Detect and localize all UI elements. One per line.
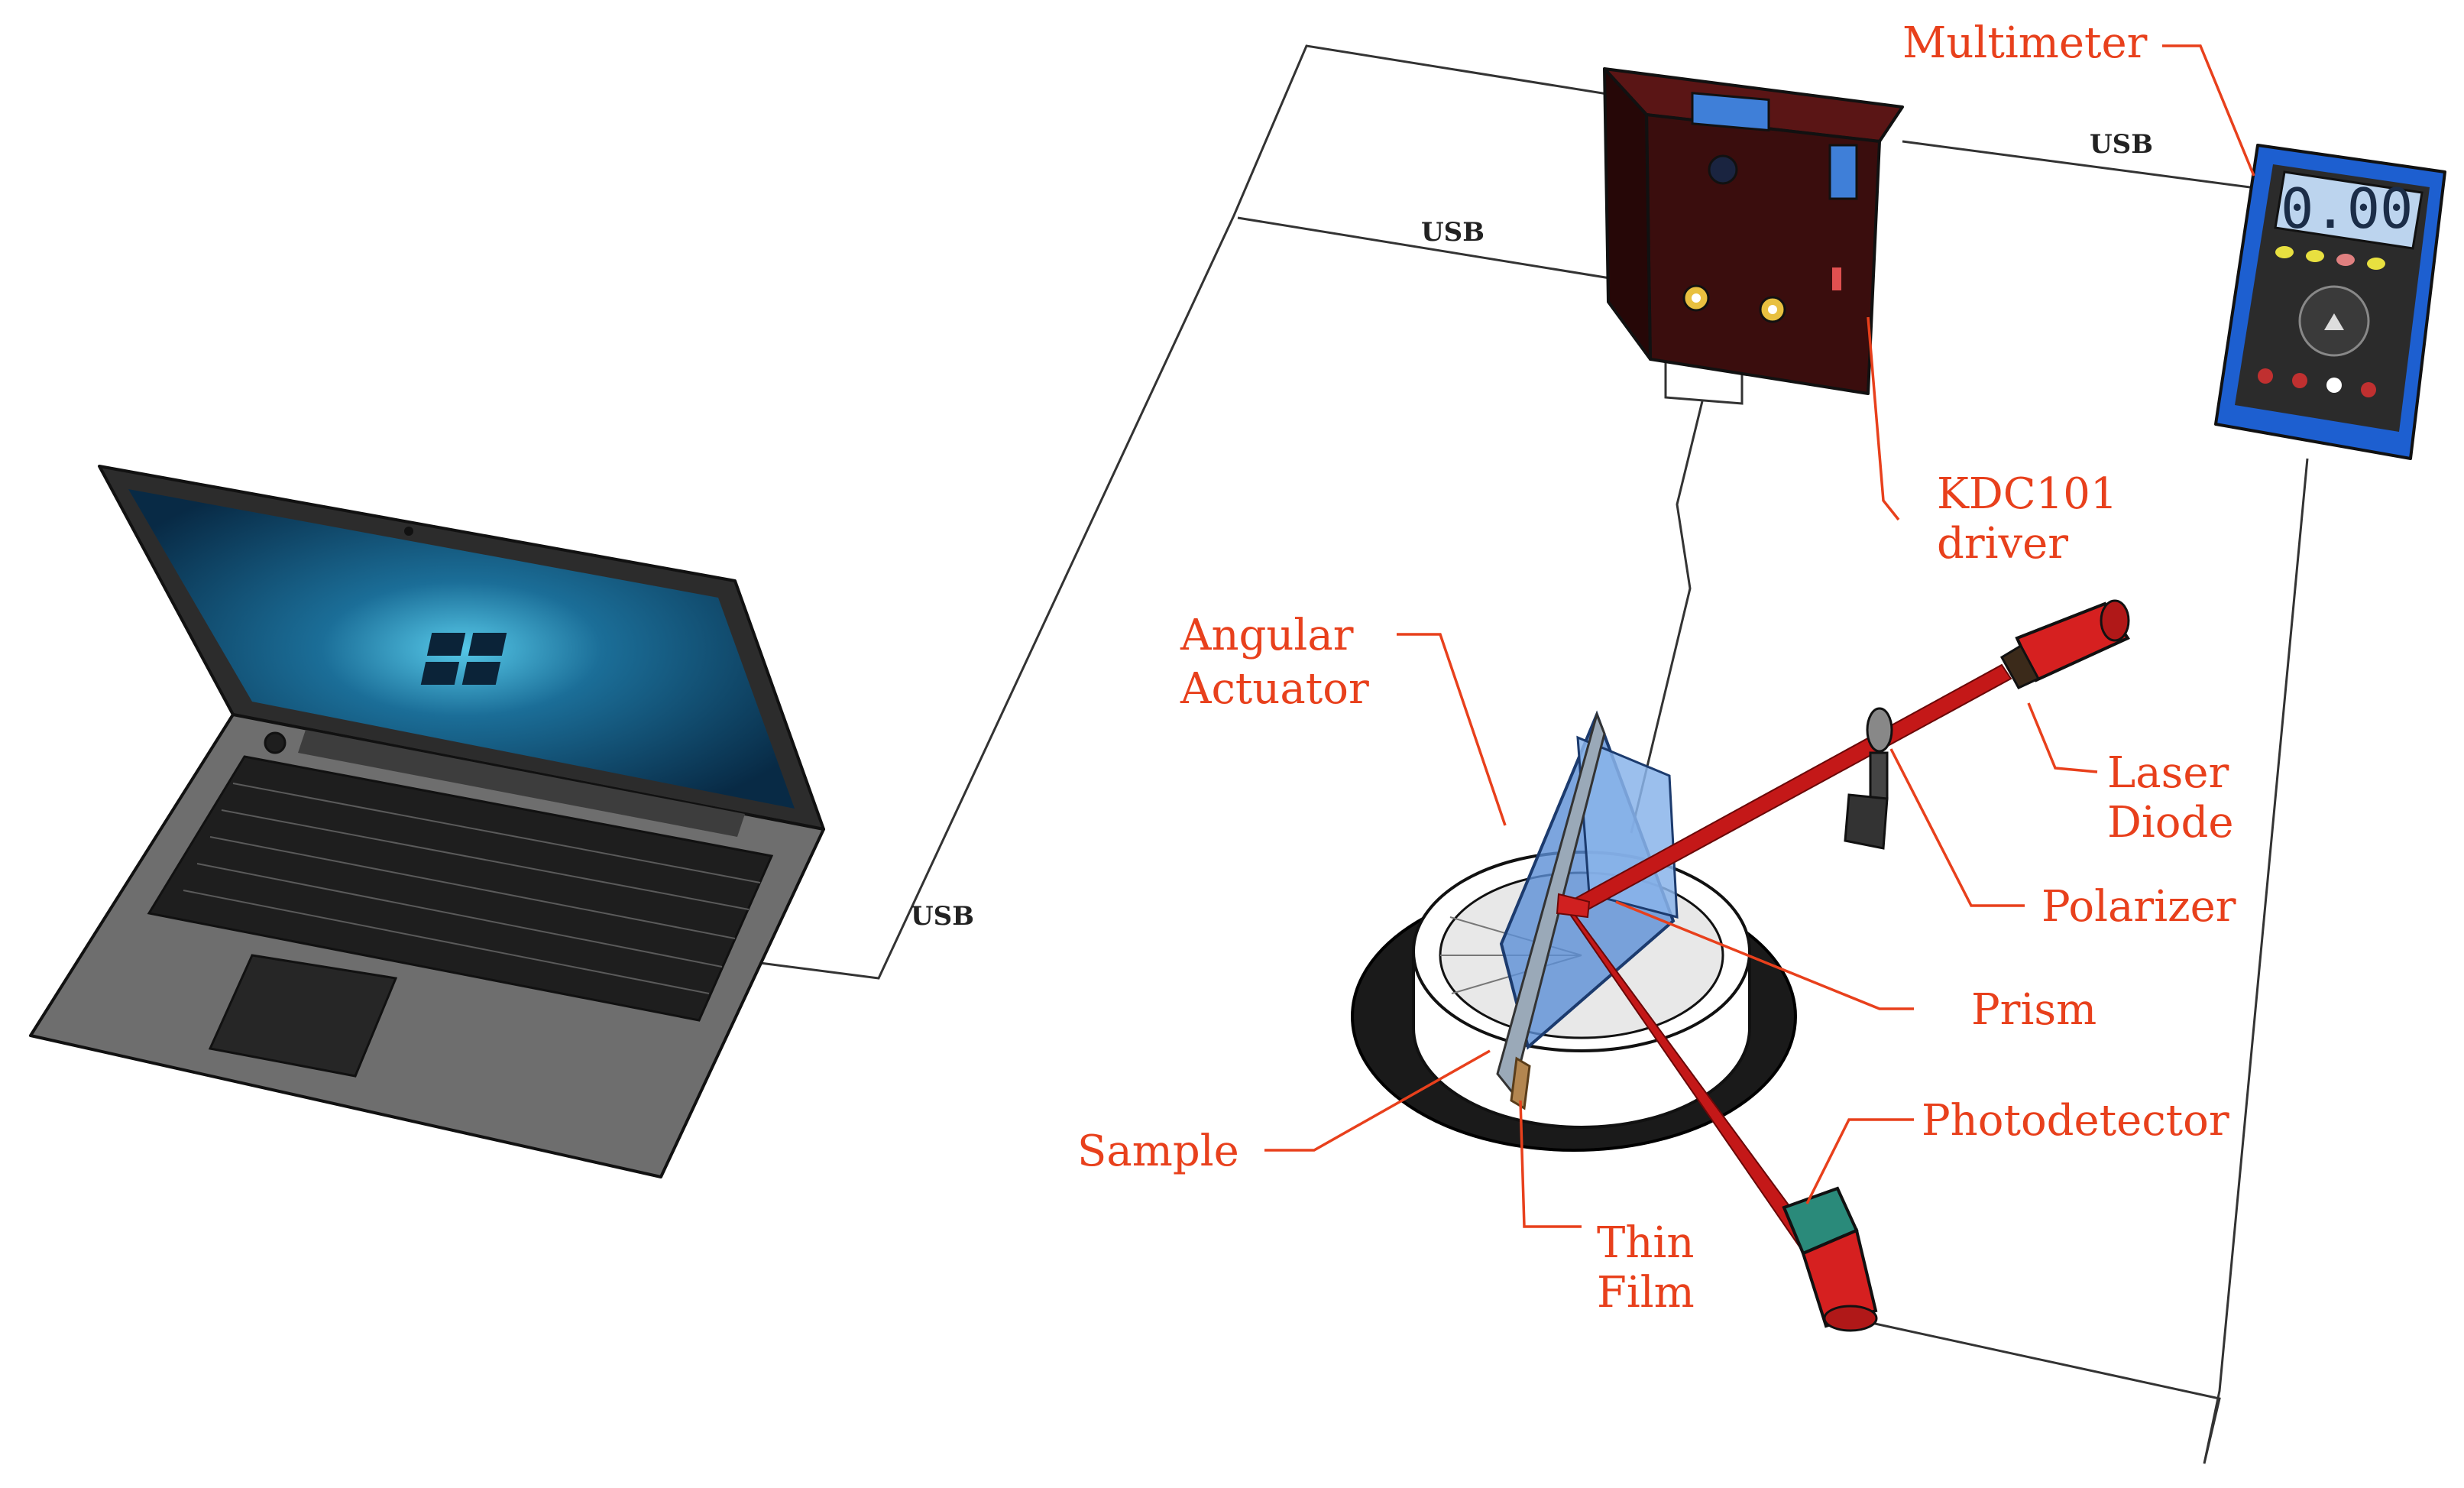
- usb-label-laptop: USB: [911, 901, 974, 932]
- leader-angular-actuator: [1397, 633, 1507, 826]
- touchpad: [208, 954, 398, 1078]
- label-prism: Prism: [1971, 985, 2097, 1035]
- leader-photodetector: [1805, 1118, 1914, 1204]
- label-sample: Sample: [1077, 1127, 1239, 1176]
- photodetector-cable: [1867, 458, 2309, 1464]
- laser-path: [1556, 663, 2012, 1270]
- multimeter: 0.00: [2214, 144, 2446, 460]
- label-kdc101-line1: KDC101: [1937, 469, 2117, 519]
- usb-label-driver: USB: [1421, 217, 1485, 248]
- leader-lines: [1264, 44, 2255, 1228]
- label-thin-film-line1: Thin: [1597, 1218, 1694, 1268]
- photodetector: [1782, 1186, 1878, 1332]
- driver-connector-left-pin: [1692, 293, 1701, 303]
- leader-polarizer: [1889, 748, 2025, 907]
- driver-side: [1603, 67, 1652, 361]
- multimeter-screen: [2274, 170, 2424, 250]
- leader-laser-diode: [2027, 702, 2098, 773]
- label-laser-line1: Laser: [2107, 748, 2229, 798]
- wiring: [759, 44, 2309, 1464]
- usb-label-multimeter: USB: [2090, 129, 2153, 160]
- polarizer-post: [1869, 751, 1889, 800]
- laptop-usb-cable: [759, 44, 1689, 980]
- keyboard: [147, 755, 774, 1022]
- leader-sample: [1264, 1049, 1491, 1152]
- polarizer: [1844, 707, 1893, 850]
- polarizer-ring: [1866, 707, 1893, 753]
- kdc101-driver: [1603, 67, 1904, 395]
- dial-pointer-icon: [2324, 313, 2344, 330]
- photodetector-body: [1801, 1228, 1878, 1328]
- driver-display: [1691, 92, 1770, 132]
- label-laser-line2: Diode: [2107, 798, 2234, 848]
- leader-prism: [1615, 900, 1914, 1010]
- webcam-icon: [404, 527, 413, 536]
- label-polarizer: Polarizer: [2041, 882, 2236, 932]
- keyboard-keys: [183, 783, 761, 994]
- driver-usb-cable: [1237, 216, 1663, 288]
- multimeter-usb-cable: [1902, 140, 2251, 189]
- driver-knob: [1708, 154, 1738, 185]
- leader-kdc101: [1867, 316, 1900, 521]
- laser-diode: [1999, 599, 2130, 689]
- label-kdc101-line2: driver: [1937, 519, 2068, 569]
- laser-diode-collar: [1999, 644, 2041, 689]
- laptop: [29, 465, 825, 1178]
- photodetector-cap: [1823, 1305, 1878, 1332]
- polarizer-mount: [1844, 793, 1889, 850]
- label-angular-line1: Angular: [1180, 611, 1354, 660]
- driver-slot: [1828, 144, 1858, 200]
- driver-led: [1832, 267, 1841, 290]
- beam-turn: [1556, 893, 1591, 919]
- label-photodetector: Photodetector: [1922, 1096, 2229, 1146]
- laser-diode-cap: [2100, 599, 2130, 642]
- thin-film: [1510, 1056, 1531, 1110]
- label-thin-film-line2: Film: [1597, 1268, 1695, 1318]
- leader-thin-film: [1519, 1100, 1582, 1228]
- power-button-icon: [264, 731, 287, 754]
- multimeter-jacks: [2258, 368, 2376, 397]
- label-multimeter: Multimeter: [1902, 18, 2148, 68]
- actuator-cable: [1664, 358, 1744, 405]
- actuator-cable-down: [1630, 400, 1704, 834]
- multimeter-buttons: [2275, 246, 2385, 270]
- labels: Multimeter KDC101 driver Angular Actuato…: [911, 18, 2236, 1318]
- multimeter-reading: 0.00: [2281, 177, 2413, 241]
- leader-multimeter: [2162, 44, 2255, 177]
- driver-connector-right-pin: [1768, 305, 1777, 314]
- laptop-hinge: [298, 730, 745, 837]
- label-angular-line2: Actuator: [1180, 664, 1369, 714]
- windows-logo-icon: [420, 633, 507, 685]
